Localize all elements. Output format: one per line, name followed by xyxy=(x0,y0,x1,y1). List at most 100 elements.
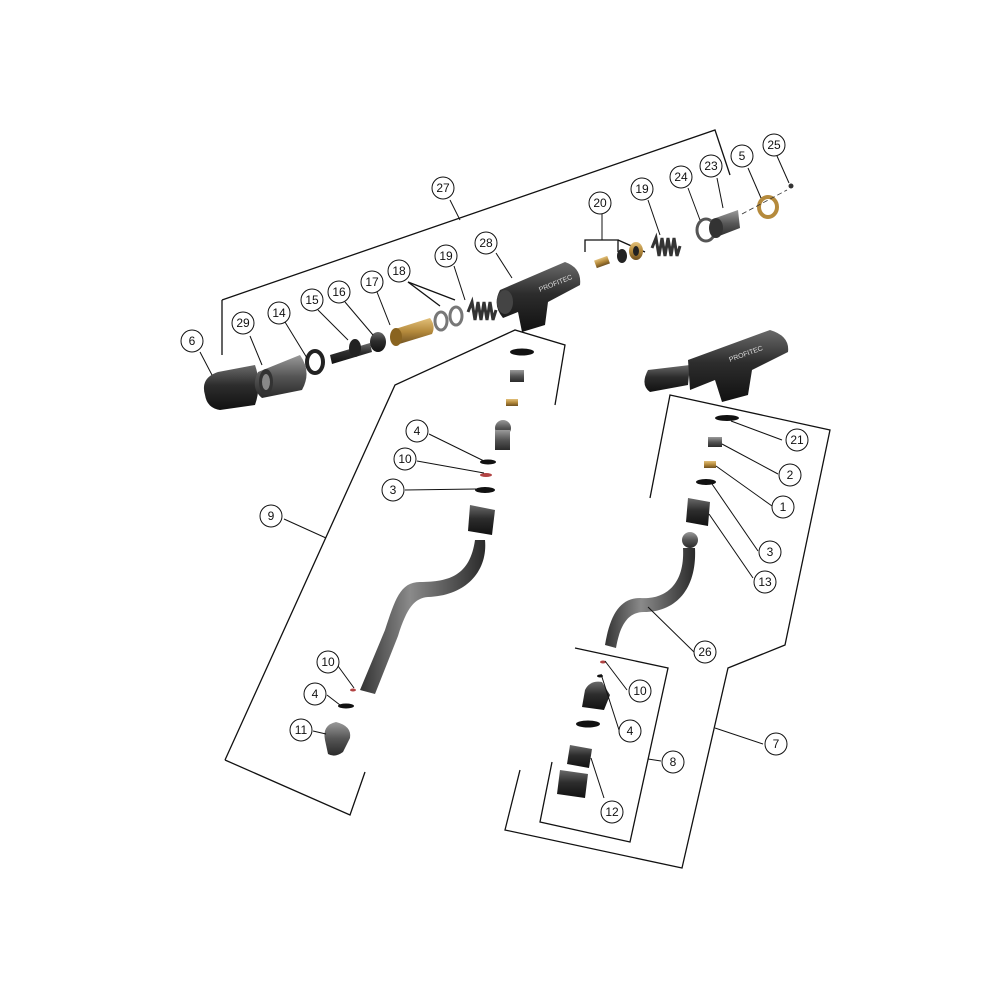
bushing-17 xyxy=(390,318,434,346)
callout-circle xyxy=(474,231,498,255)
valve-parts-20 xyxy=(594,242,643,269)
callout-circle xyxy=(762,133,786,157)
callout-17: 17 xyxy=(360,270,384,294)
callout-circle xyxy=(434,244,458,268)
callout-label: 26 xyxy=(698,645,712,659)
callout-26: 26 xyxy=(693,640,717,664)
spring-19-right xyxy=(650,232,682,257)
callout-circle xyxy=(231,311,255,335)
callout-label: 23 xyxy=(704,159,718,173)
bracket-9 xyxy=(224,329,566,816)
callout-circle xyxy=(289,718,313,742)
callout-6: 6 xyxy=(180,329,204,353)
nut-5 xyxy=(757,195,779,219)
callout-circle xyxy=(730,144,754,168)
callout-circle xyxy=(180,329,204,353)
bracket-27 xyxy=(221,129,731,355)
callout-label: 5 xyxy=(739,149,746,163)
callout-24: 24 xyxy=(669,165,693,189)
callout-circle xyxy=(753,570,777,594)
callout-circle xyxy=(588,191,612,215)
callout-3b: 3 xyxy=(758,540,782,564)
callout-label: 10 xyxy=(633,684,647,698)
callout-label: 12 xyxy=(605,805,619,819)
callout-4a: 4 xyxy=(405,419,429,443)
callout-11: 11 xyxy=(289,718,313,742)
callout-20: 20 xyxy=(588,191,612,215)
callout-label: 1 xyxy=(780,500,787,514)
callout-circle xyxy=(699,154,723,178)
bracket-7 xyxy=(504,394,831,869)
callout-7: 7 xyxy=(764,732,788,756)
callout-4c: 4 xyxy=(618,719,642,743)
callout-circle xyxy=(327,280,351,304)
callout-circle xyxy=(771,495,795,519)
callout-9: 9 xyxy=(259,504,283,528)
assembly-7-body: PROFITEC xyxy=(644,330,789,402)
callout-13: 13 xyxy=(753,570,777,594)
callout-label: 2 xyxy=(787,468,794,482)
callout-label: 29 xyxy=(236,316,250,330)
callout-label: 4 xyxy=(414,424,421,438)
callout-circle xyxy=(669,165,693,189)
callout-27: 27 xyxy=(431,176,455,200)
callout-circle xyxy=(303,682,327,706)
callout-label: 18 xyxy=(392,264,406,278)
handle-29 xyxy=(254,355,307,398)
callout-label: 7 xyxy=(773,737,780,751)
leader-lines xyxy=(199,155,790,799)
callout-29: 29 xyxy=(231,311,255,335)
callout-circle xyxy=(259,504,283,528)
assembly-9-parts xyxy=(324,348,534,756)
callout-circle xyxy=(393,447,417,471)
pin-25 xyxy=(788,183,794,189)
bracket-8 xyxy=(539,647,669,843)
callout-circle xyxy=(764,732,788,756)
callout-label: 4 xyxy=(627,724,634,738)
callout-3a: 3 xyxy=(381,478,405,502)
callout-2: 2 xyxy=(778,463,802,487)
callout-16: 16 xyxy=(327,280,351,304)
assembly-7-parts xyxy=(557,415,739,798)
callout-label: 3 xyxy=(767,545,774,559)
knob-6 xyxy=(203,365,259,410)
callout-21: 21 xyxy=(785,428,809,452)
callout-10c: 10 xyxy=(628,679,652,703)
callout-layer: 2728201919242352518171615142964103910411… xyxy=(180,133,809,824)
callout-label: 21 xyxy=(790,433,804,447)
callout-circle xyxy=(600,800,624,824)
callout-label: 10 xyxy=(398,452,412,466)
callout-circle xyxy=(630,177,654,201)
fitting-23 xyxy=(709,210,740,238)
callout-19b: 19 xyxy=(434,244,458,268)
callout-18: 18 xyxy=(387,259,411,283)
callout-25: 25 xyxy=(762,133,786,157)
callout-circle xyxy=(431,176,455,200)
callout-circle xyxy=(628,679,652,703)
callout-circle xyxy=(785,428,809,452)
callout-10a: 10 xyxy=(393,447,417,471)
callout-label: 16 xyxy=(332,285,346,299)
callout-label: 3 xyxy=(390,483,397,497)
callout-circle xyxy=(778,463,802,487)
ring-14 xyxy=(305,349,325,375)
callout-4b: 4 xyxy=(303,682,327,706)
callout-circle xyxy=(693,640,717,664)
callout-1: 1 xyxy=(771,495,795,519)
stem-15 xyxy=(330,339,372,364)
callout-label: 24 xyxy=(674,170,688,184)
callout-label: 17 xyxy=(365,275,379,289)
callout-10b: 10 xyxy=(316,650,340,674)
nut-16 xyxy=(370,332,386,352)
callout-12: 12 xyxy=(600,800,624,824)
callout-28: 28 xyxy=(474,231,498,255)
body-28: PROFITEC xyxy=(496,262,581,332)
spring-19-left xyxy=(466,296,498,321)
axis-line xyxy=(741,189,788,215)
callout-label: 15 xyxy=(305,293,319,307)
callout-label: 25 xyxy=(767,138,781,152)
callout-5: 5 xyxy=(730,144,754,168)
callout-circle xyxy=(661,750,685,774)
